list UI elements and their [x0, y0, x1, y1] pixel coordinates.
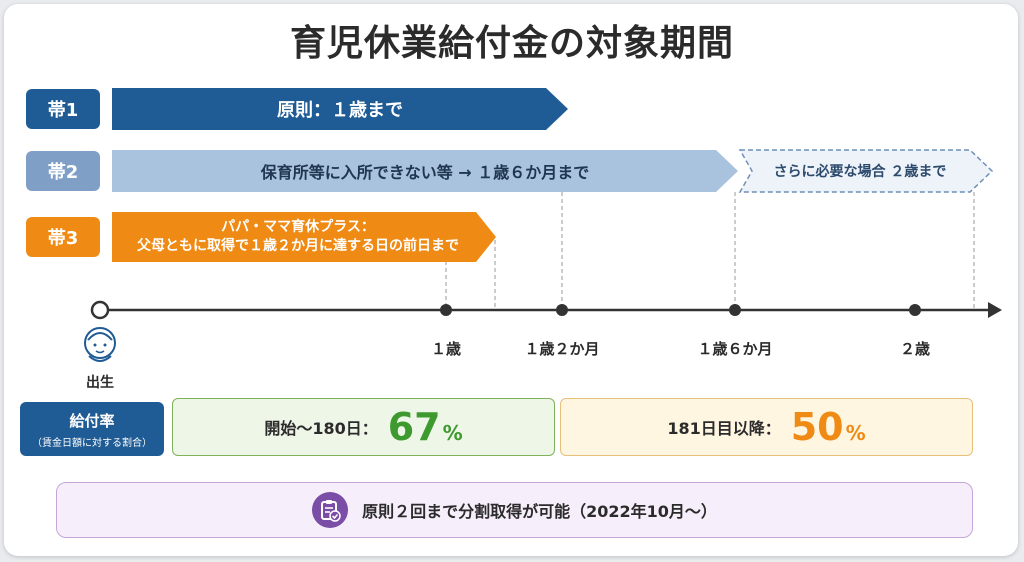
- tick-label-1y: １歳: [430, 340, 462, 358]
- tick-label-1y2m: １歳２か月: [524, 340, 600, 358]
- band-2-text: 保育所等に入所できない等 → １歳６か月まで: [260, 163, 590, 182]
- tick-point-1y: [440, 304, 452, 316]
- rate-period-1-text: 開始～180日：: [264, 419, 378, 438]
- band-2-extension-text: さらに必要な場合 ２歳まで: [773, 164, 947, 180]
- timeline-arrowhead: [988, 302, 1002, 318]
- band-3-label: 帯3: [26, 217, 100, 257]
- tick-label-1y6m: １歳６か月: [697, 340, 773, 358]
- band-1-label: 帯1: [26, 89, 100, 129]
- rate-period-2-unit: %: [845, 421, 866, 445]
- note-box: 原則２回まで分割取得が可能（2022年10月～）: [56, 482, 973, 538]
- tick-point-1y2m: [556, 304, 568, 316]
- guide-lines: [445, 192, 975, 308]
- clipboard-check-icon: [312, 492, 349, 528]
- rate-label: 給付率: [69, 411, 115, 430]
- tick-point-2y: [909, 304, 921, 316]
- rate-period-2-box: 181日目以降： 50 %: [560, 398, 973, 456]
- tick-point-1y6m: [729, 304, 741, 316]
- band-2-arrow: 保育所等に入所できない等 → １歳６か月まで: [112, 150, 738, 192]
- band-1-text: 原則：１歳まで: [277, 100, 403, 121]
- tick-label-2y: ２歳: [899, 340, 931, 358]
- extension-arrow: [738, 149, 994, 193]
- rate-period-2-value: 50: [790, 405, 844, 449]
- page-title: 育児休業給付金の対象期間: [289, 23, 734, 64]
- note-text: 原則２回まで分割取得が可能（2022年10月～）: [362, 502, 717, 521]
- rate-period-1-value: 67: [387, 405, 441, 449]
- rate-period-1-unit: %: [442, 421, 463, 445]
- band-3-text-line1: パパ・ママ育休プラス：: [221, 219, 375, 235]
- birth-label: 出生: [86, 375, 114, 391]
- band-1-arrow: 原則：１歳まで: [112, 88, 568, 130]
- band-3-arrow: パパ・ママ育休プラス： 父母ともに取得で１歳２か月に達する日の前日まで: [112, 212, 496, 262]
- rate-sublabel: （賃金日額に対する割合）: [32, 437, 152, 449]
- birth-point: [90, 300, 110, 320]
- rate-period-1-box: 開始～180日： 67 %: [172, 398, 555, 456]
- rate-period-2-text: 181日目以降：: [667, 419, 781, 438]
- band-3-text-line2: 父母ともに取得で１歳２か月に達する日の前日まで: [137, 238, 459, 254]
- baby-icon: [84, 327, 116, 362]
- band-2-label: 帯2: [26, 151, 100, 191]
- rate-label-box: 給付率 （賃金日額に対する割合）: [20, 402, 164, 456]
